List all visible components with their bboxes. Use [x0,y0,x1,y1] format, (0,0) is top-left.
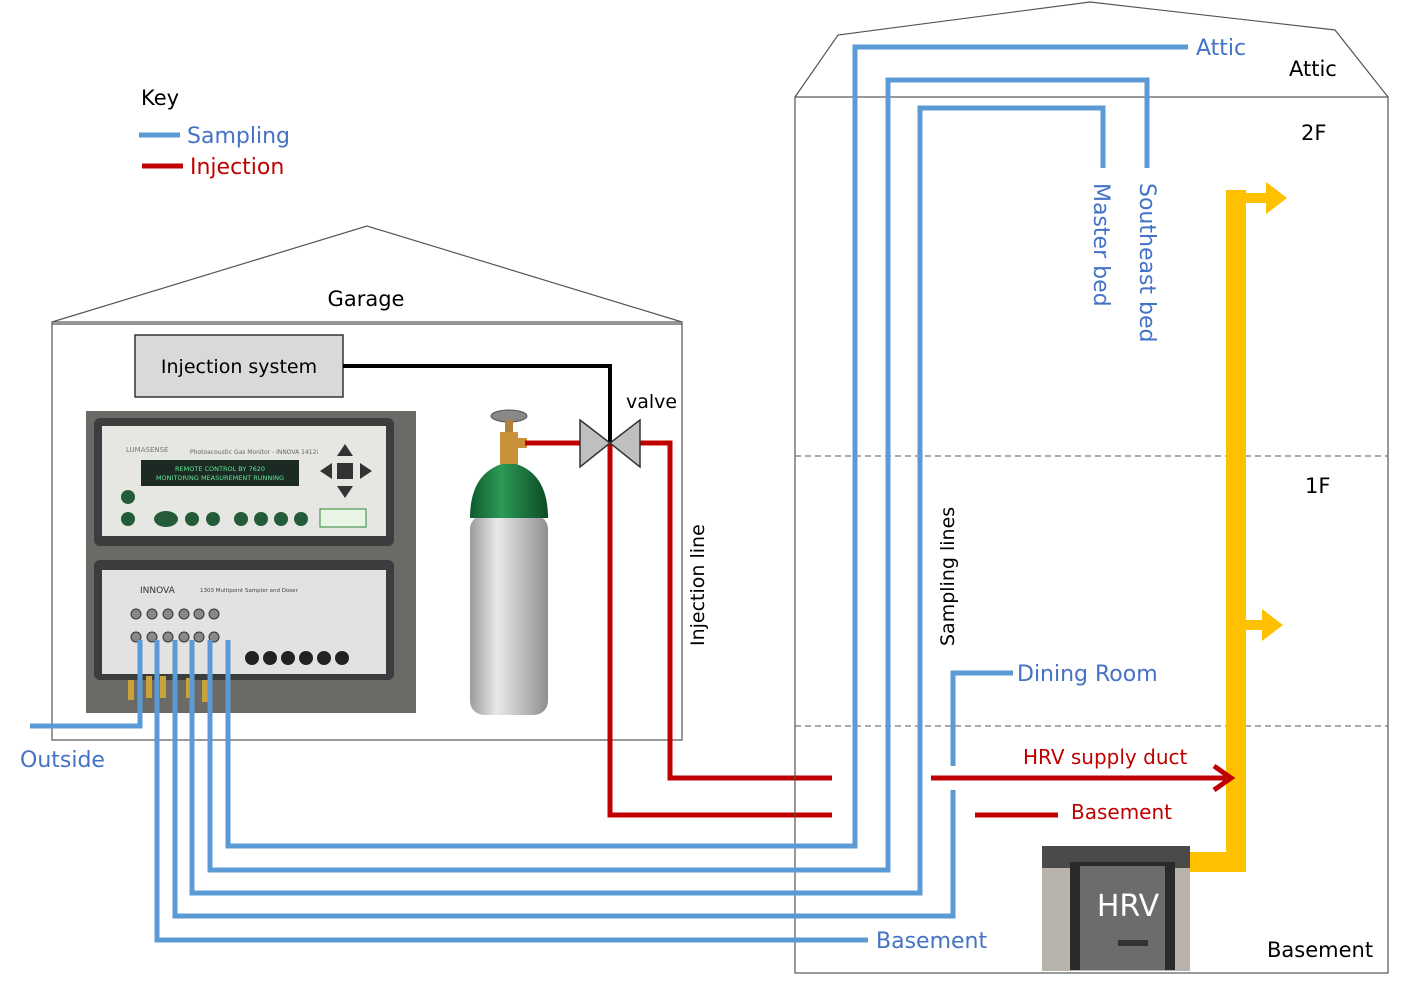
basement-injection-label: Basement [1071,800,1172,824]
svg-text:1303 Multipoint Sampler and Do: 1303 Multipoint Sampler and Doser [200,588,299,594]
attic-sampling-label: Attic [1196,36,1246,61]
arrow-right-icon [1266,182,1287,214]
sampling-line-attic [225,44,1188,849]
sampling-line-outside [30,640,143,729]
injection-line-label: Injection line [687,524,709,646]
garage [51,225,683,741]
sampling-line-dining-room-upper [950,670,1013,766]
outside-label: Outside [20,748,105,773]
hrv-supply-duct-label: HRV supply duct [1023,745,1187,769]
valve-icon [579,418,641,469]
southeast-bed-label: Southeast bed [1134,183,1159,343]
sampling-line-master-bed [189,105,1106,896]
hrv-distribution-duct [1190,182,1287,872]
sampling-line-basement [154,640,868,943]
svg-text:LUMASENSE: LUMASENSE [126,446,168,454]
gas-analyzer-photo: REMOTE CONTROL BY 7620 MONITORING MEASUR… [86,411,416,713]
dining-room-label: Dining Room [1017,662,1158,687]
svg-text:INNOVA: INNOVA [140,586,176,596]
sampling-line-dining-room [172,640,956,919]
floor-1f-label: 1F [1305,474,1330,498]
master-bed-label: Master bed [1088,183,1113,307]
tracer-gas-cylinder [470,409,548,715]
basement-sampling-label: Basement [876,929,987,954]
sampling-line-southeast-bed [207,77,1150,873]
key-sampling-label: Sampling [187,124,290,149]
attic-floor-label: Attic [1289,57,1337,81]
injection-system-label: Injection system [161,356,317,378]
injection-line-hrv [640,440,832,781]
svg-text:REMOTE CONTROL BY 7620: REMOTE CONTROL BY 7620 [175,465,265,473]
control-line [343,364,612,443]
floor-2f-label: 2F [1301,121,1326,145]
svg-text:MONITORING MEASUREMENT RUNNING: MONITORING MEASUREMENT RUNNING [156,474,284,482]
injection-system-box [134,334,344,398]
hrv-photo [1042,846,1190,971]
garage-label: Garage [328,287,405,311]
svg-text:Photoacoustic Gas Monitor - IN: Photoacoustic Gas Monitor - INNOVA 1412i [190,449,318,456]
basement-floor-label: Basement [1267,938,1373,962]
valve-label: valve [626,391,677,413]
arrow-head-icon [1212,763,1236,793]
injection-line-basement [607,443,832,818]
key-title: Key [141,86,179,110]
sampling-lines-label: Sampling lines [937,507,959,646]
arrow-right-icon [1262,609,1283,641]
hrv-label: HRV [1097,889,1160,924]
house [794,1,1389,974]
key-injection-label: Injection [190,155,284,180]
